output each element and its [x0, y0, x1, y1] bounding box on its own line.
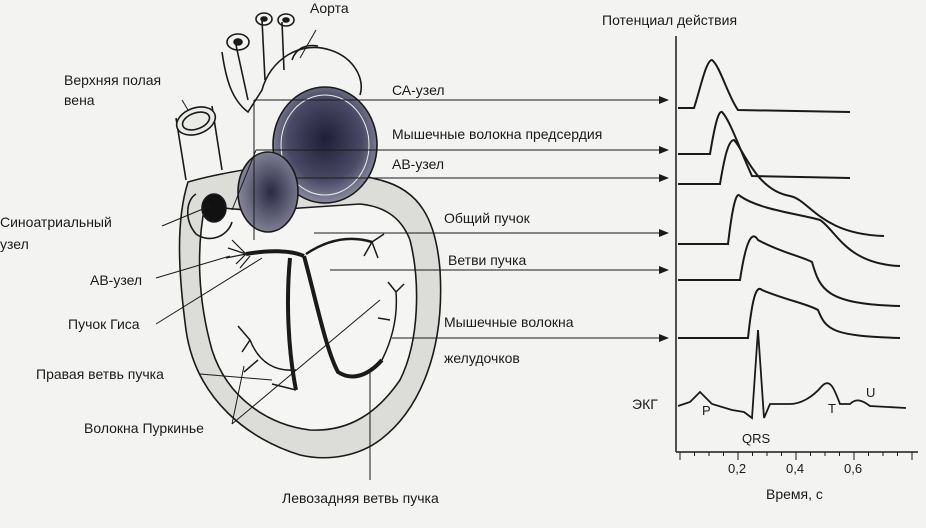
ap-curve-sa — [678, 58, 851, 113]
label-sinoatrial-node-1: Синоатриальный — [0, 214, 112, 230]
action-potential-chart — [675, 36, 918, 460]
his-bundle-path — [245, 249, 305, 258]
right-arrows — [254, 96, 669, 342]
ap-curve-atrial — [678, 111, 851, 179]
vessel-2-ring — [255, 12, 273, 26]
aorta-vessels — [235, 19, 319, 101]
label-wave-u: U — [866, 385, 876, 400]
sa-node — [201, 193, 227, 223]
label-common-bundle: Общий пучок — [444, 210, 530, 226]
label-bundle-branches: Ветви пучка — [448, 252, 527, 268]
label-wave-t: T — [828, 401, 836, 416]
time-axis-label: Время, с — [766, 486, 823, 502]
svc-opening — [175, 106, 217, 136]
tick-label-0-2: 0,2 — [728, 461, 747, 476]
right-atrium — [237, 151, 299, 233]
ap-curve-branches — [678, 235, 901, 307]
purkinje-left — [237, 325, 297, 391]
vessel-3-ring — [277, 13, 295, 27]
label-av-node-left: АВ-узел — [90, 272, 143, 288]
left-bundle-branch-path — [302, 255, 384, 379]
label-aorta: Аорта — [310, 0, 349, 16]
label-wave-qrs: QRS — [742, 431, 771, 446]
left-anterior-path — [305, 237, 373, 256]
ap-curve-common — [678, 193, 901, 267]
label-wave-p: P — [702, 403, 711, 418]
ap-curve-ventricular — [678, 287, 901, 339]
label-atrial-fibers: Мышечные волокна предсердия — [392, 126, 603, 142]
label-purkinje-fibers: Волокна Пуркинье — [84, 420, 204, 436]
ecg-trace — [677, 329, 907, 420]
chart-title: Потенциал действия — [602, 12, 738, 28]
label-sa-node-right: СА-узел — [392, 82, 445, 98]
vessel-1-ring — [226, 33, 250, 51]
left-leaders — [155, 29, 381, 480]
av-node-sketch — [225, 239, 251, 269]
label-ventricular-fibers-2: желудочков — [444, 350, 520, 366]
ap-curve-av — [678, 138, 885, 237]
left-atrium — [272, 86, 378, 204]
label-av-node-right: АВ-узел — [392, 156, 445, 172]
tick-label-0-6: 0,6 — [844, 461, 863, 476]
label-sinoatrial-node-2: узел — [0, 236, 29, 252]
tick-label-0-4: 0,4 — [786, 461, 805, 476]
purkinje-right — [363, 233, 405, 361]
heart — [175, 12, 442, 459]
label-left-posterior-branch: Левозадняя ветвь пучка — [282, 490, 439, 506]
label-his-bundle: Пучок Гиса — [68, 316, 140, 332]
label-superior-vena-cava-1: Верхняя полая — [64, 72, 162, 88]
label-superior-vena-cava-2: вена — [64, 92, 95, 108]
label-ecg: ЭКГ — [632, 396, 658, 412]
label-right-bundle-branch: Правая ветвь пучка — [36, 366, 164, 382]
label-ventricular-fibers-1: Мышечные волокна — [444, 314, 574, 330]
right-bundle-branch-path — [286, 257, 298, 391]
